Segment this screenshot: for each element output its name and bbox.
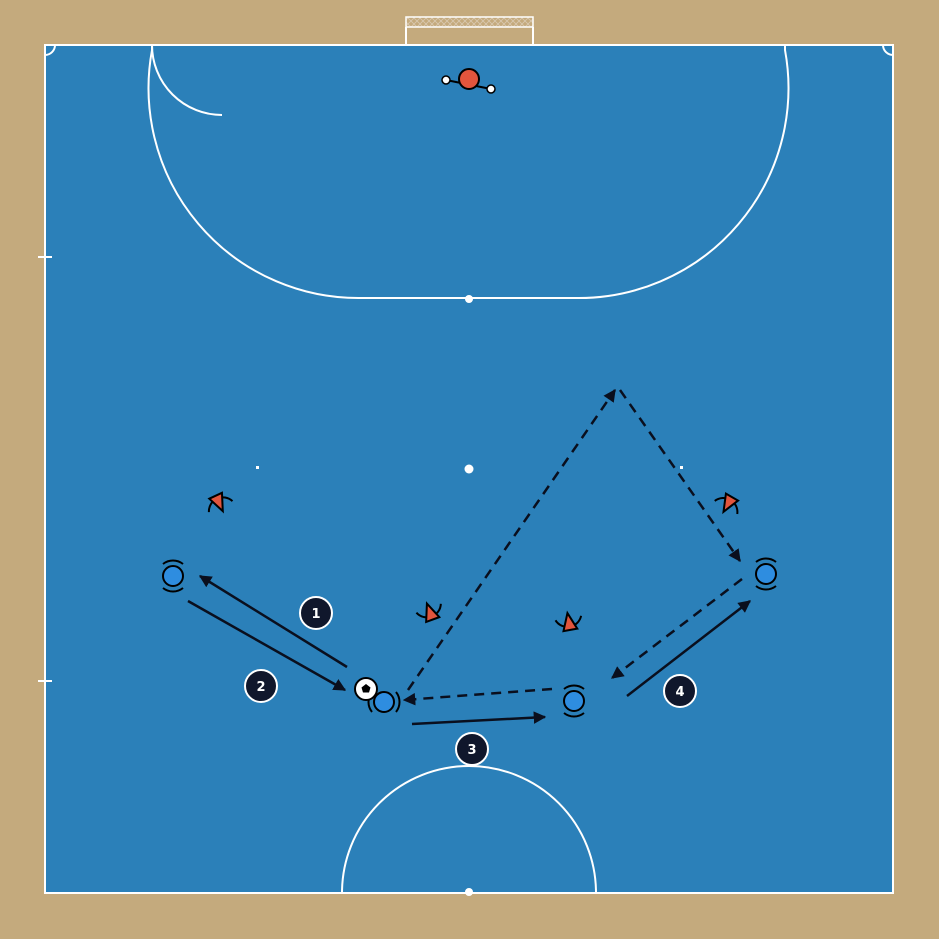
defender-center-left [415,601,442,624]
center-circle [341,765,597,894]
arrow-pass-4 [626,600,751,697]
arrow-run-up [406,388,617,691]
marker-dot-right [680,466,683,469]
step-label-4: 4 [675,685,684,700]
second-penalty-spot [464,464,474,474]
goal-net-icon [405,16,534,45]
center-spot [465,888,473,896]
arrow-pass-2 [187,599,347,692]
step-label-1: 1 [311,607,320,622]
attacker-ball-carrier [367,691,401,713]
soccer-ball-icon [354,677,378,701]
step-badge-1: 1 [299,596,333,630]
goalkeeper [441,68,496,94]
defender-top-left [207,491,234,514]
step-badge-3: 3 [455,732,489,766]
step-badge-4: 4 [663,674,697,708]
arrow-pass-3 [411,711,547,726]
penalty-spot [465,295,473,303]
corner-arc-right [882,44,894,56]
arrow-pass-1 [198,574,348,669]
corner-arc-left [44,44,56,56]
arrow-return-center [402,687,553,706]
attacker-pivot [563,684,585,718]
step-label-2: 2 [256,680,265,695]
defender-top-right [714,491,740,515]
defenders [207,491,740,633]
marker-dot-left [256,466,259,469]
arrow-return-right [611,578,743,679]
step-badge-2: 2 [244,669,278,703]
attacker-right-wing [755,557,777,591]
attackers [162,557,777,718]
arrow-run-down [618,389,742,563]
defender-center-right [554,610,583,633]
step-label-3: 3 [467,743,476,758]
attacker-left-wing [162,559,184,593]
movement-arrows [187,388,751,726]
